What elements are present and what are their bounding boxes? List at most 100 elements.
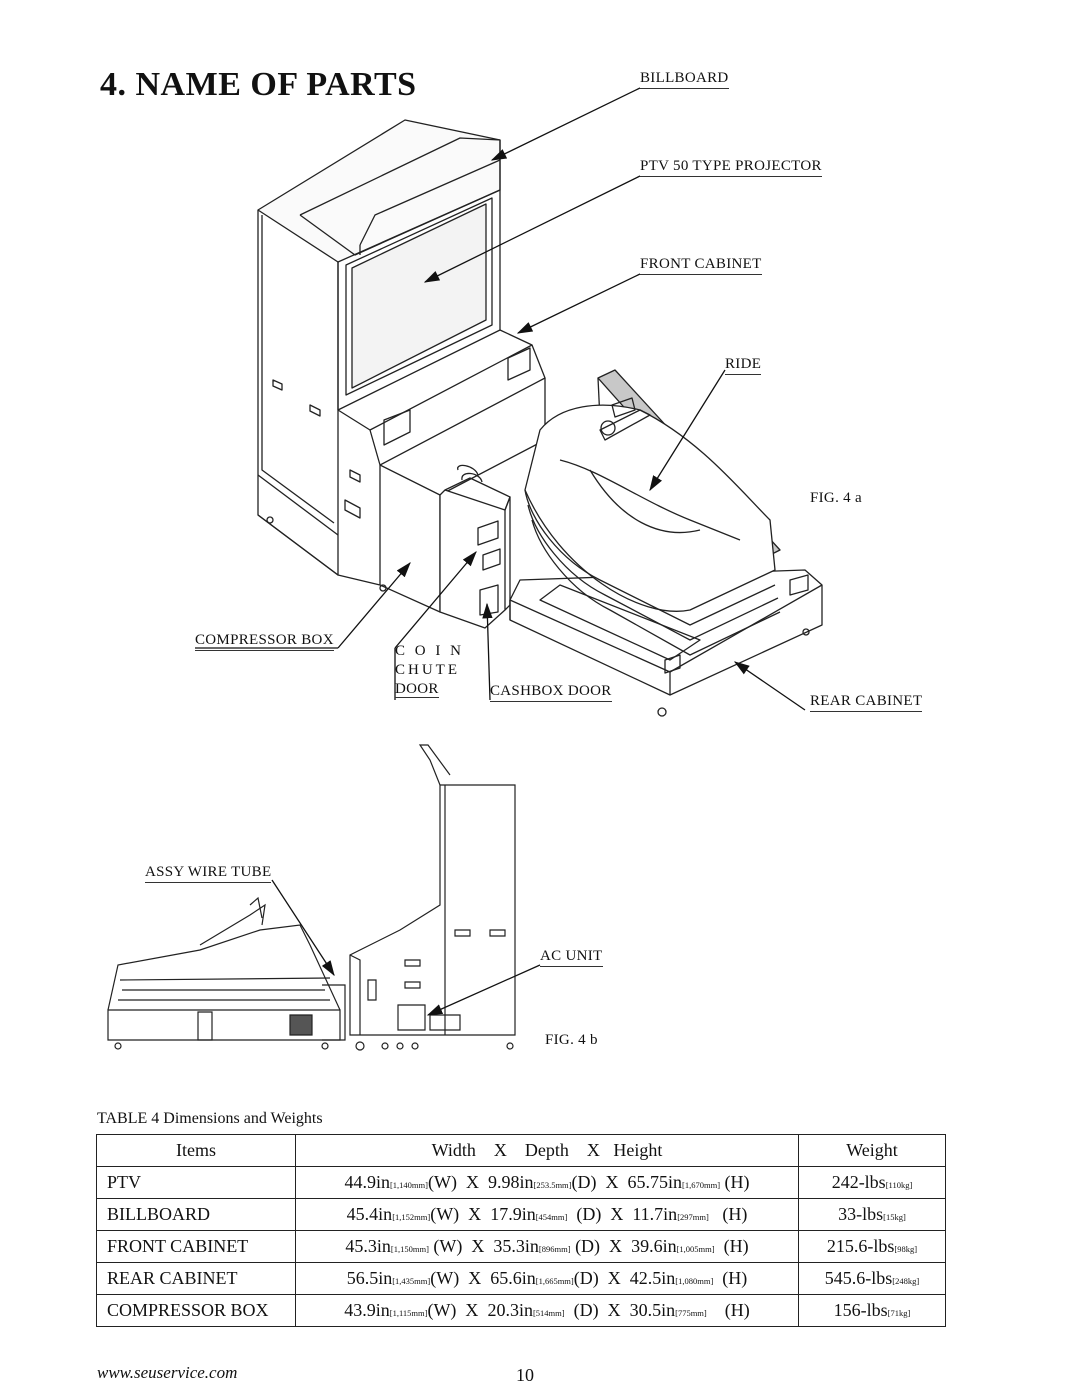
- width-value: 45.3in: [345, 1236, 391, 1256]
- depth-sep: (D) X: [571, 1172, 628, 1192]
- height-value: 42.5in: [629, 1268, 676, 1288]
- weight-kg: [71kg]: [887, 1308, 911, 1318]
- height-sep: (H): [708, 1204, 748, 1224]
- cell-item: BILLBOARD: [96, 1198, 296, 1231]
- width-mm: [1,115mm]: [389, 1308, 428, 1318]
- depth-mm: [514mm]: [532, 1308, 565, 1318]
- width-mm: [1,152mm]: [392, 1212, 431, 1222]
- height-value: 30.5in: [629, 1300, 676, 1320]
- cell-dimensions: 43.9in[1,115mm](W) X 20.3in[514mm] (D) X…: [295, 1294, 799, 1327]
- header-weight: Weight: [798, 1134, 946, 1167]
- fig-4a-caption: FIG. 4 a: [810, 490, 862, 506]
- side-view-drawing: [107, 744, 516, 1051]
- width-mm: [1,140mm]: [389, 1180, 428, 1190]
- width-mm: [1,150mm]: [390, 1244, 429, 1254]
- width-mm: [1,435mm]: [392, 1276, 431, 1286]
- width-sep: (W) X: [427, 1300, 488, 1320]
- width-sep: (W) X: [430, 1268, 491, 1288]
- height-sep: (H): [720, 1172, 750, 1192]
- table-caption: TABLE 4 Dimensions and Weights: [97, 1110, 323, 1127]
- label-projector: PTV 50 TYPE PROJECTOR: [640, 158, 822, 177]
- depth-mm: [454mm]: [535, 1212, 568, 1222]
- depth-mm: [253.5mm]: [533, 1180, 572, 1190]
- height-sep: (H): [706, 1300, 750, 1320]
- depth-sep: (D) X: [573, 1268, 630, 1288]
- label-billboard: BILLBOARD: [640, 70, 729, 89]
- weight-kg: [248kg]: [892, 1276, 920, 1286]
- height-mm: [775mm]: [675, 1308, 707, 1318]
- height-value: 11.7in: [632, 1204, 678, 1224]
- cell-weight: 215.6-lbs[98kg]: [798, 1230, 946, 1263]
- label-compressor-box: COMPRESSOR BOX: [195, 632, 334, 651]
- coin-line-2: CHUTE: [395, 662, 460, 678]
- width-value: 56.5in: [346, 1268, 393, 1288]
- label-cashbox-door: CASHBOX DOOR: [490, 683, 612, 702]
- page-title: 4. NAME OF PARTS: [100, 66, 417, 103]
- label-coin-chute-door: C O I N CHUTE DOOR: [395, 642, 464, 699]
- height-value: 65.75in: [627, 1172, 683, 1192]
- header-items: Items: [96, 1134, 296, 1167]
- front-cabinet-drawing: [257, 119, 546, 613]
- depth-value: 35.3in: [493, 1236, 539, 1256]
- depth-value: 17.9in: [490, 1204, 536, 1224]
- cell-dimensions: 56.5in[1,435mm](W) X 65.6in[1,665mm](D) …: [295, 1262, 799, 1295]
- weight-kg: [15kg]: [883, 1212, 906, 1222]
- weight-kg: [98kg]: [894, 1244, 918, 1254]
- height-mm: [1,005mm]: [676, 1244, 715, 1254]
- label-ride: RIDE: [725, 356, 762, 375]
- depth-value: 9.98in: [487, 1172, 534, 1192]
- height-mm: [1,670mm]: [682, 1180, 721, 1190]
- cell-item: COMPRESSOR BOX: [96, 1294, 296, 1327]
- cell-dimensions: 44.9in[1,140mm](W) X 9.98in[253.5mm](D) …: [295, 1166, 799, 1199]
- width-sep: (W) X: [430, 1204, 491, 1224]
- cell-item: FRONT CABINET: [96, 1230, 296, 1263]
- label-ac-unit: AC UNIT: [540, 948, 603, 967]
- height-sep: (H): [713, 1268, 748, 1288]
- label-assy-wire-tube: ASSY WIRE TUBE: [145, 864, 272, 883]
- leader-arrows: [271, 87, 806, 1016]
- cell-weight: 33-lbs[15kg]: [798, 1198, 946, 1231]
- cell-dimensions: 45.4in[1,152mm](W) X 17.9in[454mm] (D) X…: [295, 1198, 799, 1231]
- cell-item: PTV: [96, 1166, 296, 1199]
- cell-weight: 242-lbs[110kg]: [798, 1166, 946, 1199]
- height-sep: (H): [714, 1236, 749, 1256]
- weight-value: 156-lbs: [833, 1300, 888, 1320]
- parts-illustration: [107, 87, 823, 1051]
- weight-value: 33-lbs: [838, 1204, 884, 1224]
- label-front-cabinet: FRONT CABINET: [640, 256, 762, 275]
- ride-drawing: [524, 369, 781, 656]
- depth-sep: (D) X: [564, 1300, 630, 1320]
- depth-value: 65.6in: [490, 1268, 536, 1288]
- height-mm: [297mm]: [677, 1212, 709, 1222]
- height-mm: [1,080mm]: [675, 1276, 714, 1286]
- cell-weight: 545.6-lbs[248kg]: [798, 1262, 946, 1295]
- height-value: 39.6in: [631, 1236, 677, 1256]
- coin-line-3: DOOR: [395, 681, 439, 698]
- header-dimensions: Width X Depth X Height: [295, 1134, 799, 1167]
- footer-url: www.seuservice.com: [97, 1363, 238, 1382]
- width-value: 43.9in: [344, 1300, 390, 1320]
- depth-value: 20.3in: [487, 1300, 533, 1320]
- weight-value: 545.6-lbs: [824, 1268, 893, 1288]
- width-sep: (W) X: [428, 1236, 494, 1256]
- label-rear-cabinet: REAR CABINET: [810, 693, 923, 712]
- weight-value: 215.6-lbs: [826, 1236, 895, 1256]
- coin-line-1: C O I N: [395, 643, 464, 659]
- page-number: 10: [516, 1365, 534, 1385]
- depth-sep: (D) X: [567, 1204, 633, 1224]
- width-sep: (W) X: [427, 1172, 488, 1192]
- depth-mm: [896mm]: [538, 1244, 571, 1254]
- width-value: 45.4in: [346, 1204, 393, 1224]
- cell-item: REAR CABINET: [96, 1262, 296, 1295]
- cell-dimensions: 45.3in[1,150mm] (W) X 35.3in[896mm] (D) …: [295, 1230, 799, 1263]
- depth-mm: [1,665mm]: [535, 1276, 574, 1286]
- depth-sep: (D) X: [570, 1236, 632, 1256]
- cell-weight: 156-lbs[71kg]: [798, 1294, 946, 1327]
- fig-4b-caption: FIG. 4 b: [545, 1032, 598, 1048]
